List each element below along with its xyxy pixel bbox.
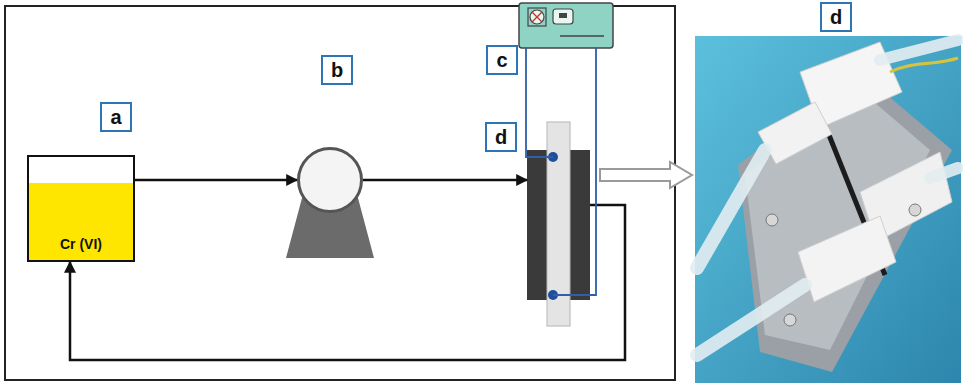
callout-letter: d [485, 122, 517, 152]
flow-line [135, 179, 297, 182]
pump: b [297, 147, 363, 213]
hollow-arrow [600, 162, 692, 188]
cell-photo-picture [695, 36, 961, 383]
callout-letter: c [486, 45, 518, 75]
electrochemical-cell: d [527, 150, 590, 300]
panel-frame [5, 6, 675, 380]
flow-line [70, 205, 625, 360]
electric-wire [553, 48, 596, 295]
callout-letter: b [321, 55, 353, 85]
electric-wire [526, 48, 553, 157]
solution-label: Cr (VI) [60, 236, 102, 252]
flow-line [363, 179, 527, 182]
solution-tank: aCr (VI) [27, 155, 135, 262]
callout-letter: d [820, 2, 852, 32]
power-supply-symbol [519, 3, 613, 48]
callout-letter: a [100, 102, 132, 132]
power-supply: c [519, 3, 613, 48]
cell-photo: d [695, 36, 961, 383]
